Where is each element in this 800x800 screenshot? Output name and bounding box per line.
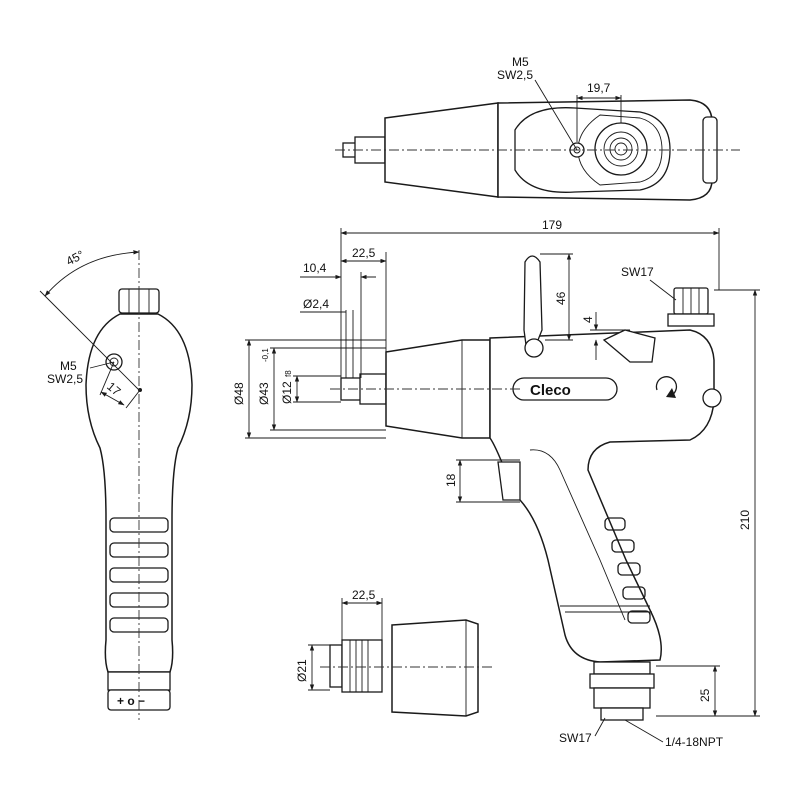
reverse-lever bbox=[523, 255, 543, 346]
detail-width-dim: 22,5 bbox=[352, 588, 376, 602]
logo-text: Cleco bbox=[530, 382, 571, 399]
hole-dim: Ø2,4 bbox=[303, 297, 329, 311]
top-wrench-label: SW2,5 bbox=[497, 68, 533, 82]
lever-pivot bbox=[524, 338, 544, 358]
tip-dim: 10,4 bbox=[303, 261, 327, 275]
bottom-wrench-main: SW17 bbox=[559, 731, 592, 745]
detail-sleeve bbox=[391, 619, 479, 717]
inlet-dim: 25 bbox=[698, 688, 712, 702]
grip-base-main bbox=[593, 661, 651, 675]
length-dim: 179 bbox=[542, 218, 562, 232]
left-view: + o − 45° 17 M5 SW2,5 bbox=[39, 247, 193, 720]
inlet-collar bbox=[589, 673, 655, 689]
rear-pivot bbox=[702, 388, 722, 408]
top-screw-label: M5 bbox=[512, 55, 529, 69]
nose-dim: Ø43 bbox=[257, 382, 271, 405]
inlet-outer bbox=[594, 122, 648, 176]
top-view: 19,7 M5 SW2,5 bbox=[335, 55, 740, 201]
top-wrench-main: SW17 bbox=[621, 265, 654, 279]
detail-diameter-dim: Ø21 bbox=[295, 659, 309, 682]
main-view: Cleco 179 22,5 10,4 Ø2,4 bbox=[232, 218, 760, 749]
detail-view: 22,5 Ø21 bbox=[295, 588, 495, 717]
detail-shaft bbox=[329, 644, 343, 688]
inlet-nut bbox=[600, 707, 644, 721]
handle-inner-outline bbox=[577, 114, 663, 186]
rotation-icon bbox=[655, 376, 678, 396]
inlet-body bbox=[593, 687, 651, 709]
trigger bbox=[497, 461, 521, 501]
nose-tol: -0,1 bbox=[261, 348, 270, 362]
top-offset-dim: 19,7 bbox=[587, 81, 611, 95]
drive-tol: f8 bbox=[284, 370, 293, 377]
drive-dim: Ø12 bbox=[280, 381, 294, 404]
left-screw-label: M5 bbox=[60, 359, 77, 373]
thread-label: 1/4-18NPT bbox=[665, 735, 724, 749]
lever-dim: 46 bbox=[554, 291, 568, 305]
body-dim: Ø48 bbox=[232, 382, 246, 405]
trigger-dim: 18 bbox=[444, 473, 458, 487]
small-dim: 4 bbox=[581, 316, 595, 323]
shank-dim: 22,5 bbox=[352, 246, 376, 260]
clip bbox=[602, 329, 656, 363]
height-dim: 210 bbox=[738, 510, 752, 530]
left-wrench-label: SW2,5 bbox=[47, 372, 83, 386]
switch-symbols: + o − bbox=[117, 694, 145, 708]
angle-dim: 45° bbox=[64, 247, 87, 268]
